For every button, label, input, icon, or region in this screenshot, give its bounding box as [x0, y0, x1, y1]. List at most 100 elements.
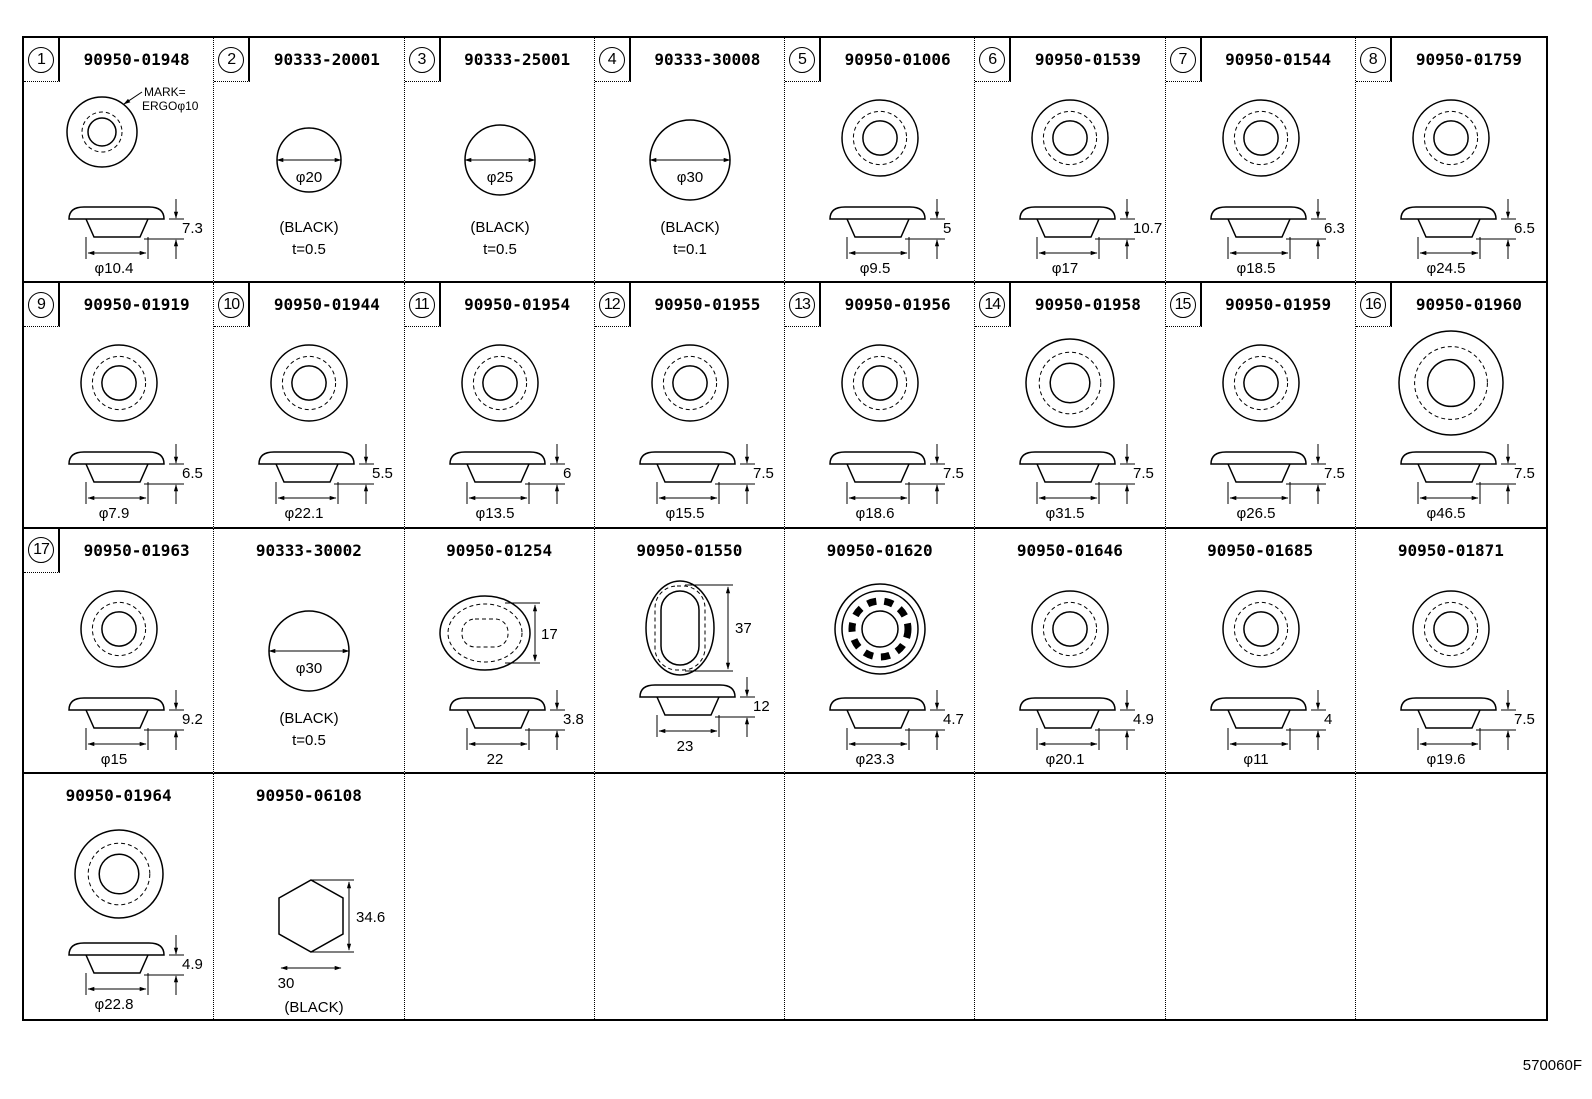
disc-drawing: φ25(BLACK)t=0.5 — [463, 124, 536, 258]
svg-text:4.9: 4.9 — [1133, 711, 1154, 728]
svg-text:6: 6 — [563, 465, 571, 482]
index-badge: 10 — [214, 283, 251, 328]
svg-text:φ10.4: φ10.4 — [95, 260, 134, 277]
part-number: 90950-01958 — [1034, 295, 1141, 315]
part-number: 90950-01685 — [1207, 540, 1314, 560]
index-number: 10 — [218, 291, 245, 318]
svg-text:(BLACK): (BLACK) — [660, 219, 719, 236]
part-cell: 90333-30002 φ30(BLACK)t=0.5 — [214, 528, 405, 774]
svg-text:φ22.8: φ22.8 — [95, 996, 134, 1013]
index-number: 4 — [598, 46, 625, 73]
svg-text:7.5: 7.5 — [1133, 465, 1154, 482]
disc-drawing: φ30(BLACK)t=0.5 — [268, 609, 350, 749]
grommet-drawing: 6.5φ7.9 — [68, 344, 203, 522]
svg-text:t=0.5: t=0.5 — [292, 241, 326, 258]
index-number: 3 — [408, 46, 435, 73]
grid-cell — [405, 773, 595, 1019]
index-number: 11 — [408, 291, 435, 318]
part-number: 90333-30002 — [255, 540, 362, 560]
index-number: 13 — [789, 291, 815, 318]
index-badge: 8 — [1355, 38, 1392, 82]
grommet-drawing: 4.9 φ20.1 — [1019, 589, 1154, 768]
svg-text:t=0.1: t=0.1 — [673, 241, 707, 258]
part-number: 90950-01959 — [1225, 295, 1332, 315]
svg-text:φ23.3: φ23.3 — [856, 751, 895, 768]
svg-text:7.5: 7.5 — [1324, 465, 1345, 482]
grid-cell — [975, 773, 1166, 1019]
part-number: 90950-01646 — [1016, 540, 1123, 560]
svg-text:23: 23 — [676, 738, 693, 755]
part-number: 90950-01919 — [83, 295, 190, 315]
index-badge: 15 — [1165, 283, 1202, 328]
svg-text:37: 37 — [735, 620, 752, 637]
grid-cell — [1356, 774, 1546, 1019]
svg-text:φ31.5: φ31.5 — [1046, 505, 1085, 522]
svg-text:φ30: φ30 — [296, 660, 322, 677]
part-number: 90333-30008 — [654, 50, 761, 69]
svg-text:4: 4 — [1324, 711, 1332, 728]
svg-text:6.5: 6.5 — [182, 465, 203, 482]
svg-text:φ18.5: φ18.5 — [1236, 260, 1275, 277]
svg-text:5.5: 5.5 — [372, 465, 393, 482]
svg-text:t=0.5: t=0.5 — [483, 241, 517, 258]
svg-text:7.5: 7.5 — [1514, 465, 1535, 482]
hex-drawing: 34.630(BLACK) — [278, 878, 385, 1016]
svg-text:(BLACK): (BLACK) — [285, 999, 344, 1016]
index-badge: 11 — [404, 283, 441, 328]
svg-text:7.5: 7.5 — [943, 465, 964, 482]
svg-text:12: 12 — [753, 698, 770, 715]
index-badge: 16 — [1355, 283, 1392, 328]
index-badge: 4 — [594, 38, 631, 82]
svg-text:(BLACK): (BLACK) — [470, 219, 529, 236]
grid-cell — [595, 773, 785, 1019]
disc-drawing: φ20 (BLACK) t=0.5 — [276, 127, 342, 258]
svg-text:7.5: 7.5 — [1514, 711, 1535, 728]
svg-text:φ19.6: φ19.6 — [1426, 751, 1465, 768]
index-number: 16 — [1359, 291, 1386, 318]
svg-text:6.3: 6.3 — [1324, 220, 1345, 237]
svg-text:φ20.1: φ20.1 — [1046, 751, 1085, 768]
grommet-drawing: 5φ9.5 — [829, 99, 951, 277]
part-number: 90333-25001 — [464, 50, 571, 69]
grid-cell — [1166, 773, 1356, 1019]
svg-text:6.5: 6.5 — [1514, 220, 1535, 237]
part-number: 90950-01544 — [1225, 50, 1332, 69]
svg-text:4.7: 4.7 — [943, 711, 964, 728]
svg-text:φ24.5: φ24.5 — [1426, 260, 1465, 277]
part-number: 90950-01944 — [273, 295, 380, 315]
svg-text:φ20: φ20 — [296, 169, 322, 186]
part-cell: 90950-01871 7.5 φ19.6 — [1355, 529, 1546, 774]
svg-text:(BLACK): (BLACK) — [280, 219, 339, 236]
diagram-code: 570060F — [1522, 1057, 1582, 1074]
index-number: 7 — [1169, 46, 1196, 73]
index-badge: 17 — [24, 528, 60, 573]
part-number: 90950-01954 — [464, 295, 571, 315]
svg-text:φ17: φ17 — [1052, 260, 1078, 277]
index-number: 17 — [28, 537, 54, 563]
index-badge: 3 — [404, 38, 441, 82]
part-number: 90950-01620 — [826, 540, 933, 560]
part-number: 90950-01539 — [1034, 50, 1141, 69]
part-number: 90950-01871 — [1397, 540, 1504, 560]
